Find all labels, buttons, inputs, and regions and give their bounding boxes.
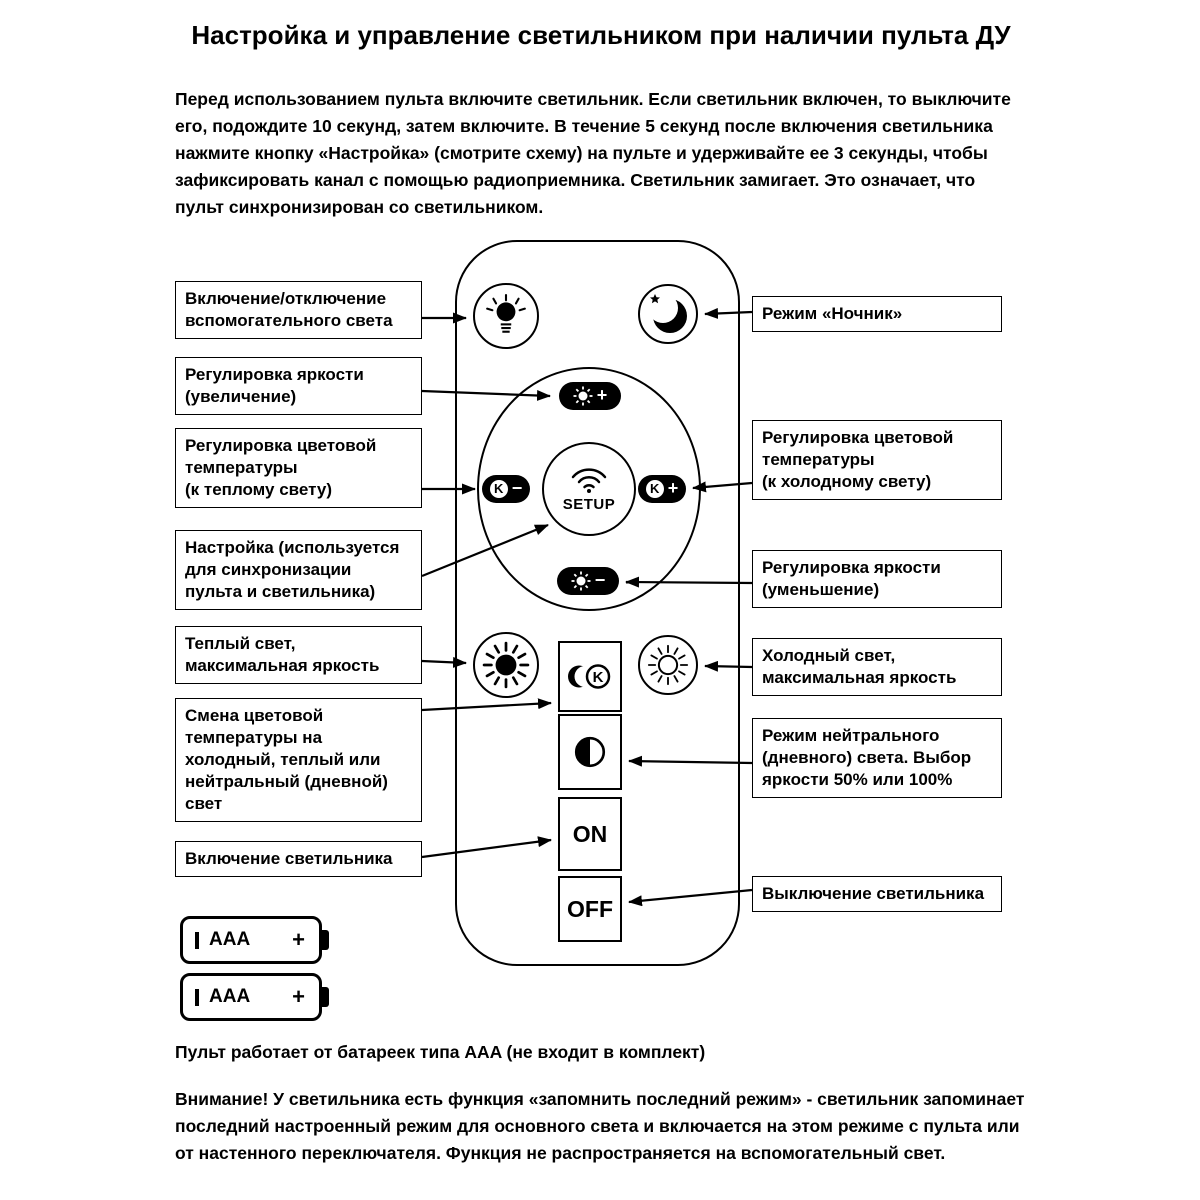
brightness-up-button: + <box>559 382 621 410</box>
neutral-mode-button <box>558 714 622 790</box>
off-button: OFF <box>558 876 622 942</box>
bulb-icon <box>486 294 526 333</box>
battery-type-label: AAA <box>209 986 251 1007</box>
moon-k-icon: K <box>568 664 611 689</box>
callout-warm-max: Теплый свет, максимальная яркость <box>175 626 422 685</box>
brightness-down-button: − <box>557 567 619 595</box>
warning-paragraph: Внимание! У светильника есть функция «за… <box>175 1089 1025 1163</box>
callout-brightness-down: Регулировка яркости (уменьшение) <box>752 550 1002 609</box>
color-mode-button: K <box>558 641 622 712</box>
aux-light-button <box>473 283 539 349</box>
setup-label: SETUP <box>562 495 616 513</box>
sun-icon <box>571 571 591 591</box>
cool-sun-icon <box>647 644 689 686</box>
warm-max-button <box>473 632 539 698</box>
setup-button: SETUP <box>542 442 636 536</box>
warm-sun-icon <box>482 641 530 689</box>
battery-minus-terminal <box>195 988 199 1006</box>
callout-cool-max: Холодный свет, максимальная яркость <box>752 638 1002 697</box>
battery-type-label: AAA <box>209 929 251 950</box>
callout-neutral-mode: Режим нейтрального (дневного) света. Выб… <box>752 718 1002 799</box>
moon-icon <box>648 293 687 333</box>
page-title: Настройка и управление светильником при … <box>191 20 1011 50</box>
minus-sign: − <box>594 570 606 590</box>
callout-color-mode: Смена цветовой температуры на холодный, … <box>175 698 422 823</box>
battery-aaa: AAA + <box>180 916 322 964</box>
on-button: ON <box>558 797 622 871</box>
battery-plus-label: + <box>292 984 305 1009</box>
battery-note: Пульт работает от батареек типа AAA (не … <box>175 1042 706 1062</box>
half-circle-icon <box>574 736 606 768</box>
callout-cool-temp: Регулировка цветовой температуры (к холо… <box>752 420 1002 501</box>
k-letter: K <box>645 480 664 498</box>
warm-temp-button: K − <box>482 475 530 503</box>
minus-sign: − <box>511 478 523 498</box>
cool-max-button <box>638 635 698 695</box>
callout-aux-light: Включение/отключение вспомогательного св… <box>175 281 422 340</box>
k-letter: K <box>489 480 508 498</box>
battery-aaa: AAA + <box>180 973 322 1021</box>
battery-plus-label: + <box>292 927 305 952</box>
k-letter: K <box>593 669 604 686</box>
callout-setup: Настройка (используется для синхронизаци… <box>175 530 422 611</box>
callout-warm-temp: Регулировка цветовой температуры (к тепл… <box>175 428 422 509</box>
callout-off: Выключение светильника <box>752 876 1002 913</box>
cool-temp-button: K + <box>638 475 686 503</box>
night-mode-button <box>638 284 698 344</box>
plus-sign: + <box>667 478 679 498</box>
callout-night-mode: Режим «Ночник» <box>752 296 1002 333</box>
plus-sign: + <box>596 385 608 405</box>
callout-on: Включение светильника <box>175 841 422 878</box>
sun-icon <box>573 386 593 406</box>
battery-minus-terminal <box>195 931 199 949</box>
callout-brightness-up: Регулировка яркости (увеличение) <box>175 357 422 416</box>
wifi-icon <box>571 467 607 493</box>
intro-paragraph: Перед использованием пульта включите све… <box>175 89 1011 217</box>
